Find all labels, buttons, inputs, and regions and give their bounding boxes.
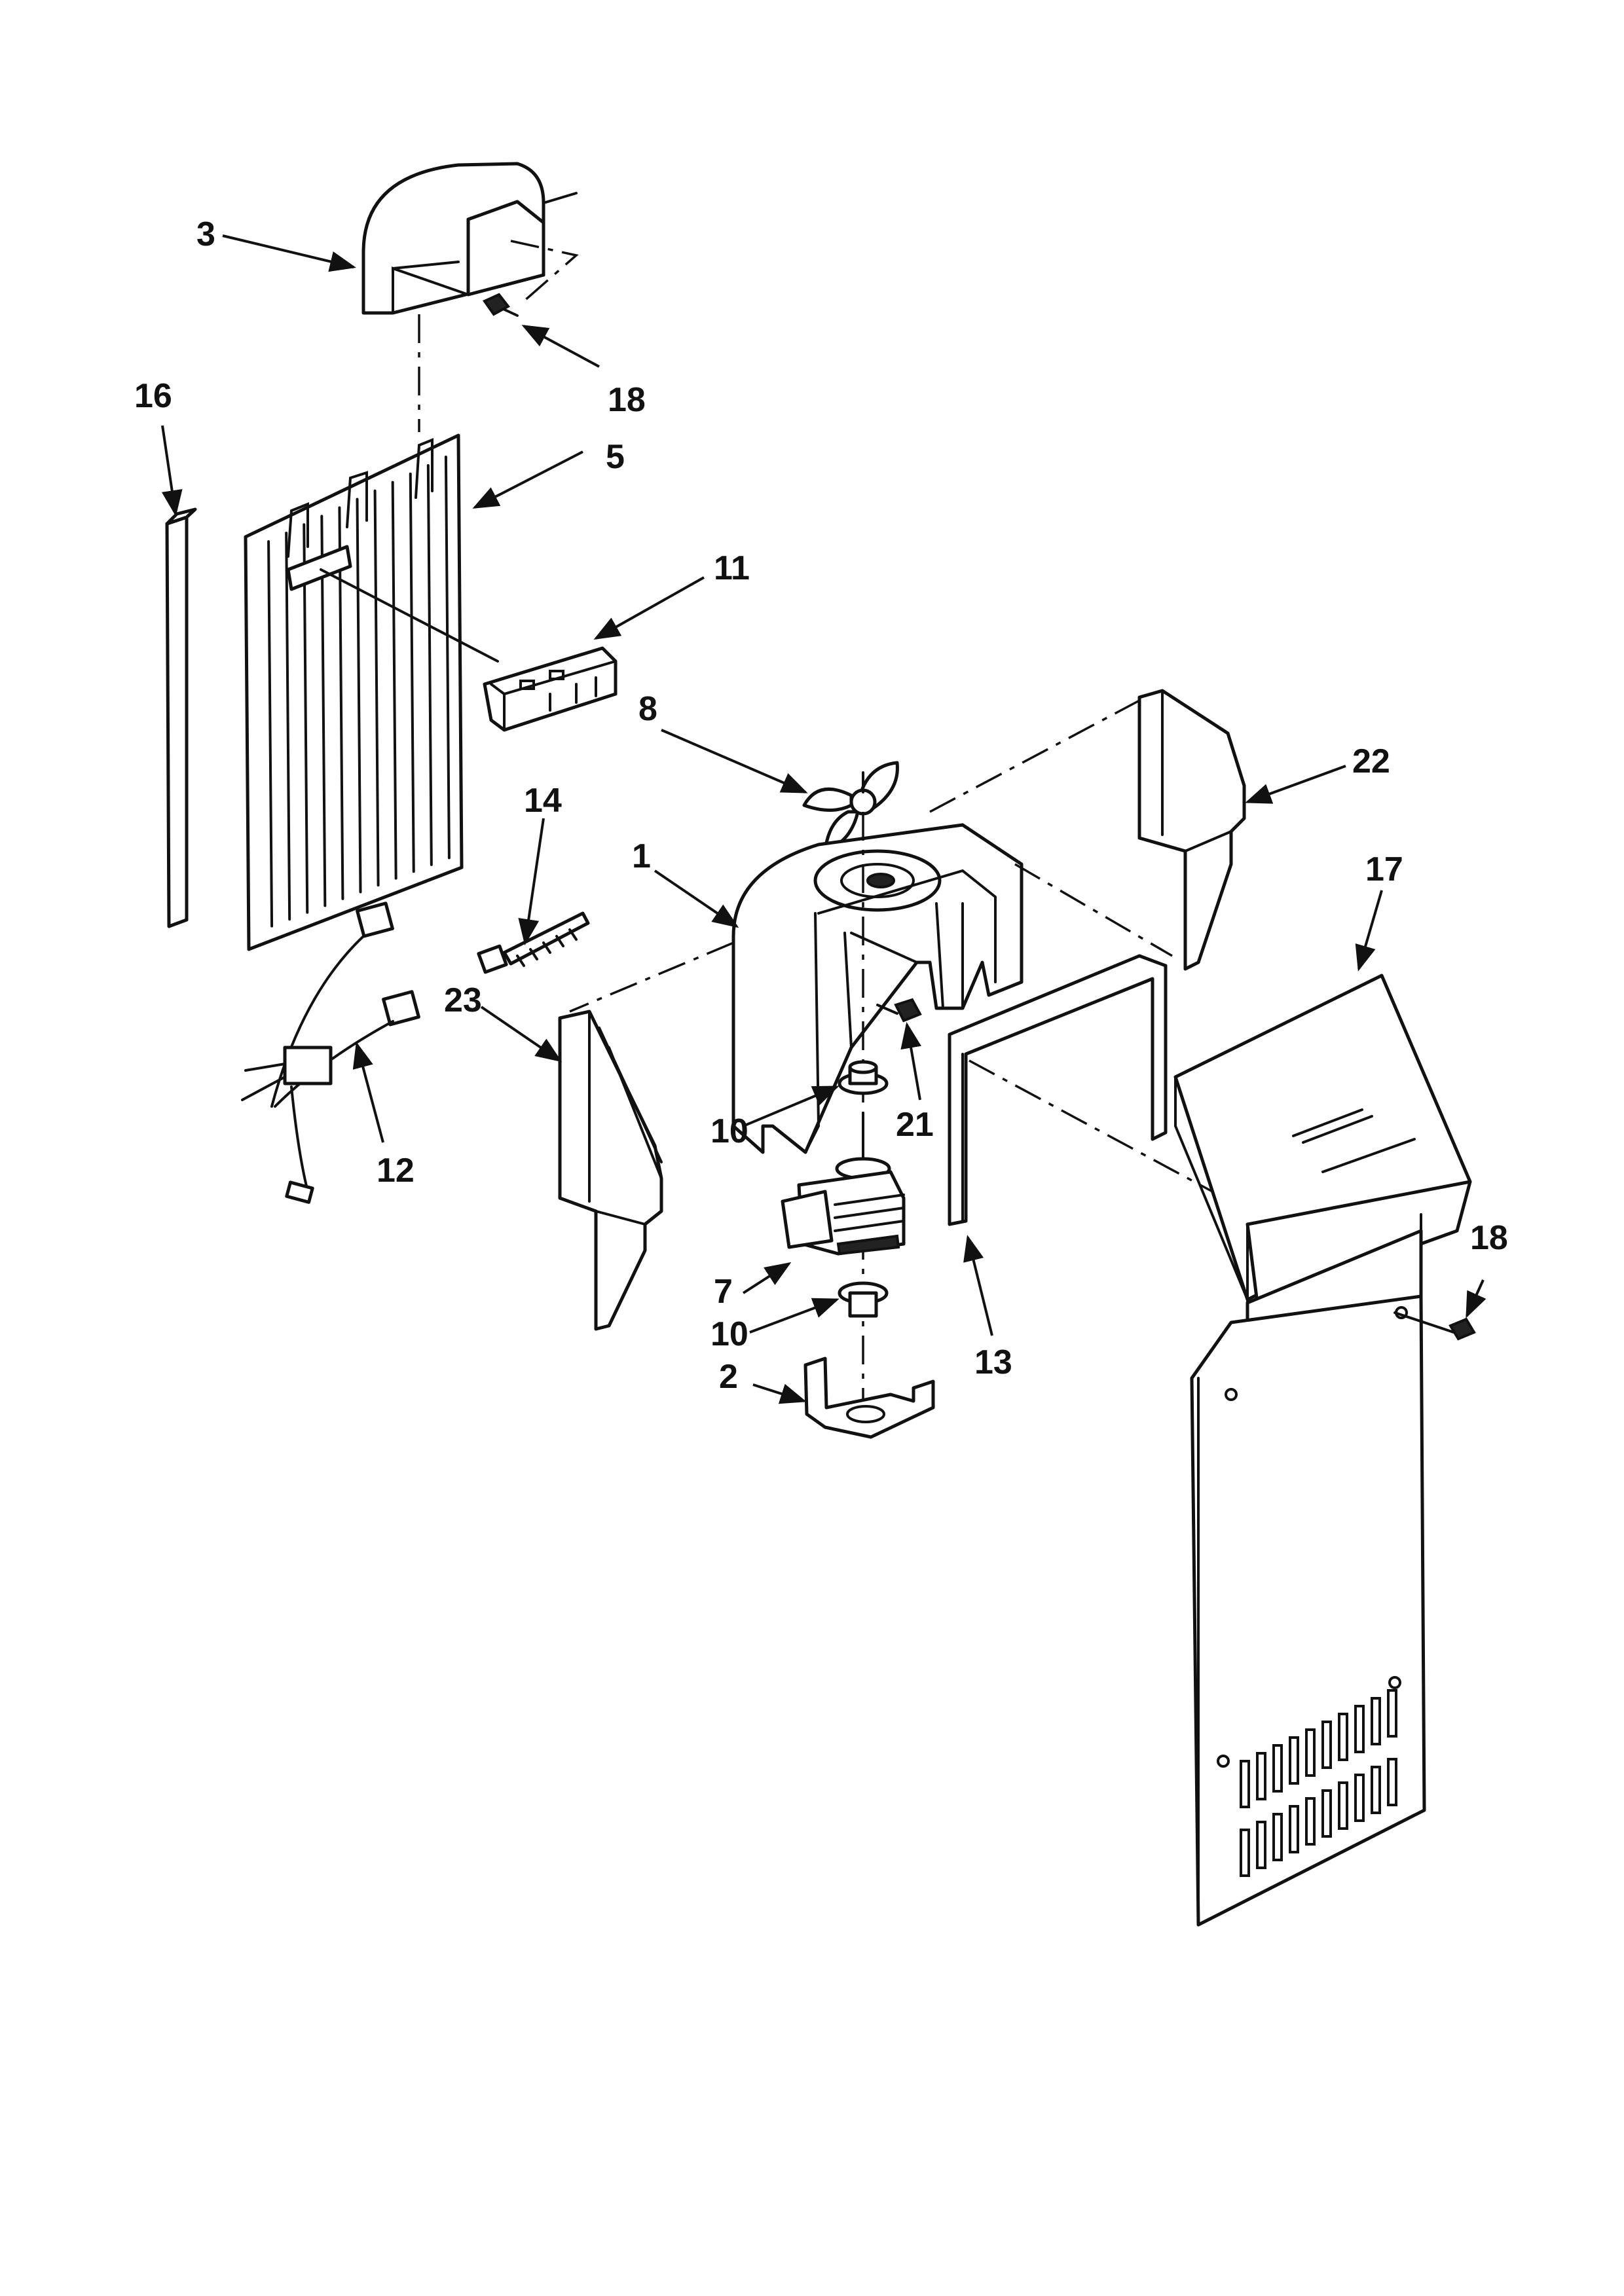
evaporator-fin <box>303 523 309 914</box>
part-22-side-panel <box>1137 689 1246 971</box>
vent-slot <box>1371 1697 1381 1745</box>
evaporator-fin <box>426 464 433 866</box>
callout-2: 2 <box>719 1358 738 1396</box>
callout-7: 7 <box>714 1273 733 1311</box>
part-2-motor-bracket <box>803 1357 935 1439</box>
vent-slot <box>1256 1821 1266 1869</box>
leader-lines <box>161 234 1486 1404</box>
callout-11: 11 <box>714 549 750 587</box>
vent-slot <box>1338 1713 1348 1761</box>
callout-18-right: 18 <box>1470 1219 1508 1257</box>
evaporator-fin <box>267 540 274 928</box>
evaporator-fin <box>338 506 344 900</box>
vent-slot <box>1256 1752 1266 1800</box>
callout-12: 12 <box>377 1152 415 1190</box>
part-1-fan-housing <box>731 823 1024 1154</box>
vent-slot <box>1371 1766 1381 1814</box>
callout-5: 5 <box>606 438 625 476</box>
vent-slot <box>1338 1781 1348 1830</box>
vent-slot <box>1321 1721 1332 1769</box>
part-11-bracket <box>483 646 618 732</box>
part-16-gasket-strip <box>165 507 197 928</box>
callout-3: 3 <box>196 215 215 253</box>
vent-slot <box>1387 1758 1397 1806</box>
callout-16: 16 <box>134 377 172 415</box>
part-21-screw <box>876 998 922 1023</box>
part-12-wire-harness <box>241 902 420 1204</box>
dashline-3-to-18 <box>510 240 579 302</box>
callout-23: 23 <box>444 981 482 1019</box>
vent-slot <box>1272 1744 1283 1793</box>
part-7-fan-motor <box>781 1112 906 1256</box>
vent-slot <box>1305 1797 1316 1846</box>
vent-slot <box>1305 1728 1316 1777</box>
callout-14: 14 <box>524 782 562 820</box>
dashline-13-to-17 <box>969 1059 1225 1199</box>
part-13-u-seal <box>948 954 1168 1226</box>
callout-10-upper: 10 <box>710 1112 748 1150</box>
part-5-evaporator-cover <box>244 433 464 951</box>
callout-1: 1 <box>632 837 651 875</box>
callout-22: 22 <box>1352 742 1390 780</box>
part-18-screw-top <box>482 293 519 317</box>
evaporator-fin <box>409 472 415 873</box>
dashline-1-to-22 <box>929 699 1140 813</box>
callout-21: 21 <box>896 1106 934 1144</box>
part-3-duct-cover <box>361 162 578 315</box>
vent-slot <box>1240 1760 1250 1808</box>
evaporator-fin <box>320 515 327 907</box>
vent-slot <box>1272 1813 1283 1861</box>
evaporator-fin <box>391 481 397 880</box>
vent-slot <box>1354 1774 1365 1822</box>
dashline-1-to-23 <box>569 941 734 1013</box>
vent-slot <box>1289 1805 1299 1853</box>
callout-18-top: 18 <box>608 381 646 419</box>
part-23-side-panel <box>558 1010 663 1331</box>
callout-10-lower: 10 <box>710 1315 748 1353</box>
vent-slot <box>1240 1829 1250 1877</box>
leader-5-to-11 <box>320 568 499 663</box>
evaporator-fin <box>285 532 291 921</box>
part-10-grommet-lower <box>838 1281 889 1318</box>
evaporator-fin <box>373 489 380 887</box>
part-18-screw-right <box>1393 1311 1476 1341</box>
vent-slot <box>1289 1736 1299 1785</box>
dashline-housing-to-13 <box>1014 863 1173 957</box>
part-17-air-duct-panel <box>1173 974 1472 1927</box>
callout-17: 17 <box>1365 850 1403 888</box>
callout-labels: 3 18 16 5 11 8 22 14 1 17 23 21 10 12 18… <box>134 215 1508 1396</box>
callout-8: 8 <box>638 690 657 728</box>
evaporator-fin <box>356 498 362 894</box>
callout-13: 13 <box>974 1343 1012 1381</box>
vent-slot <box>1354 1705 1365 1753</box>
vent-slot <box>1321 1789 1332 1838</box>
evaporator-fin <box>444 455 451 860</box>
vent-slot <box>1387 1689 1397 1738</box>
part-14-cable-tie <box>477 911 590 974</box>
part-10-grommet-upper <box>838 1060 889 1095</box>
